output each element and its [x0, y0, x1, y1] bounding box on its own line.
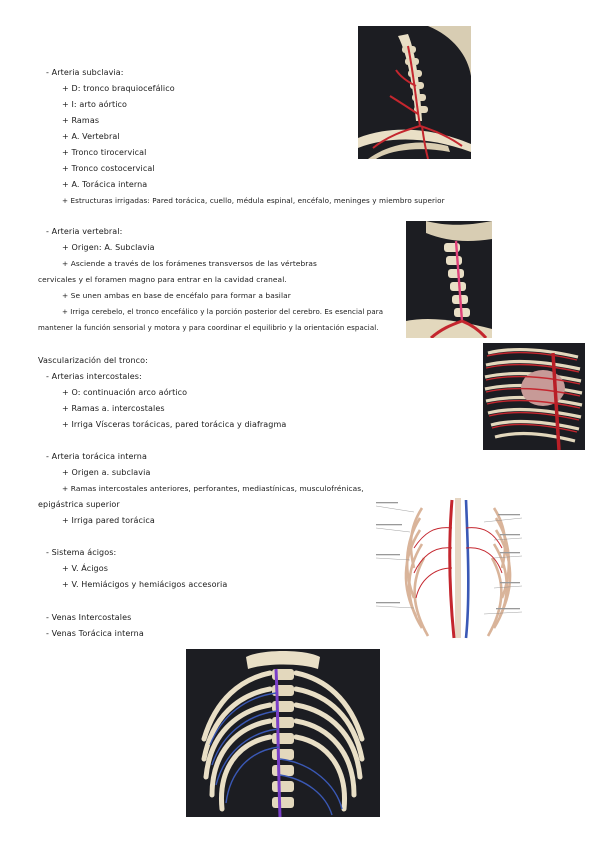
subclavia-item-3: + Ramas	[62, 116, 100, 125]
toracica-line-3: epigástrica superior	[38, 500, 120, 509]
vertebral-heading: - Arteria vertebral:	[46, 227, 123, 236]
vertebral-line-1: + Origen: A. Subclavia	[62, 243, 155, 252]
subclavia-item-2: + I: arto aórtico	[62, 100, 128, 109]
acigos-item-2: + V. Hemiácigos y hemiácigos accesoria	[62, 580, 228, 589]
vertebral-line-4: + Se unen ambas en base de encéfalo para…	[62, 291, 291, 300]
tronco-title: Vascularización del tronco:	[38, 356, 148, 365]
subclavia-heading: - Arteria subclavia:	[46, 68, 124, 77]
subclavia-item-1: + D: tronco braquiocefálico	[62, 84, 175, 93]
intercostales-item-3: + Irriga Vísceras torácicas, pared torác…	[62, 420, 287, 429]
venas-item-2: - Venas Torácica interna	[46, 629, 144, 638]
intercostales-item-2: + Ramas a. intercostales	[62, 404, 165, 413]
vertebral-line-5: + Irriga cerebelo, el tronco encefálico …	[62, 308, 384, 316]
thorax-labeled-illustration	[374, 488, 524, 644]
intercostales-item-1: + O: continuación arco aórtico	[62, 388, 188, 397]
vertebral-line-3: cervicales y el foramen magno para entra…	[38, 275, 287, 284]
neck-subclavian-render	[358, 26, 471, 159]
acigos-item-1: + V. Ácigos	[62, 564, 108, 573]
subclavia-item-5: + Tronco tirocervical	[62, 148, 147, 157]
venas-item-1: - Venas Intercostales	[46, 613, 132, 622]
subclavia-item-7: + A. Torácica interna	[62, 180, 148, 189]
vertebral-artery-render	[406, 221, 492, 338]
subclavia-item-8: + Estructuras irrigadas: Pared torácica,…	[62, 196, 445, 205]
toracica-line-2: + Ramas intercostales anteriores, perfor…	[62, 484, 364, 493]
subclavia-item-6: + Tronco costocervical	[62, 164, 155, 173]
subclavia-item-4: + A. Vertebral	[62, 132, 120, 141]
vertebral-line-6: mantener la función sensorial y motora y…	[38, 324, 379, 332]
toracica-line-4: + Irriga pared torácica	[62, 516, 155, 525]
vertebral-line-2: + Asciende a través de los forámenes tra…	[62, 259, 317, 268]
toracica-heading: - Arteria torácica interna	[46, 452, 147, 461]
azygos-system-render	[186, 649, 380, 817]
intercostales-heading: - Arterias intercostales:	[46, 372, 142, 381]
toracica-line-1: + Origen a. subclavia	[62, 468, 151, 477]
acigos-heading: - Sistema ácigos:	[46, 548, 117, 557]
intercostal-arteries-render	[483, 343, 585, 450]
